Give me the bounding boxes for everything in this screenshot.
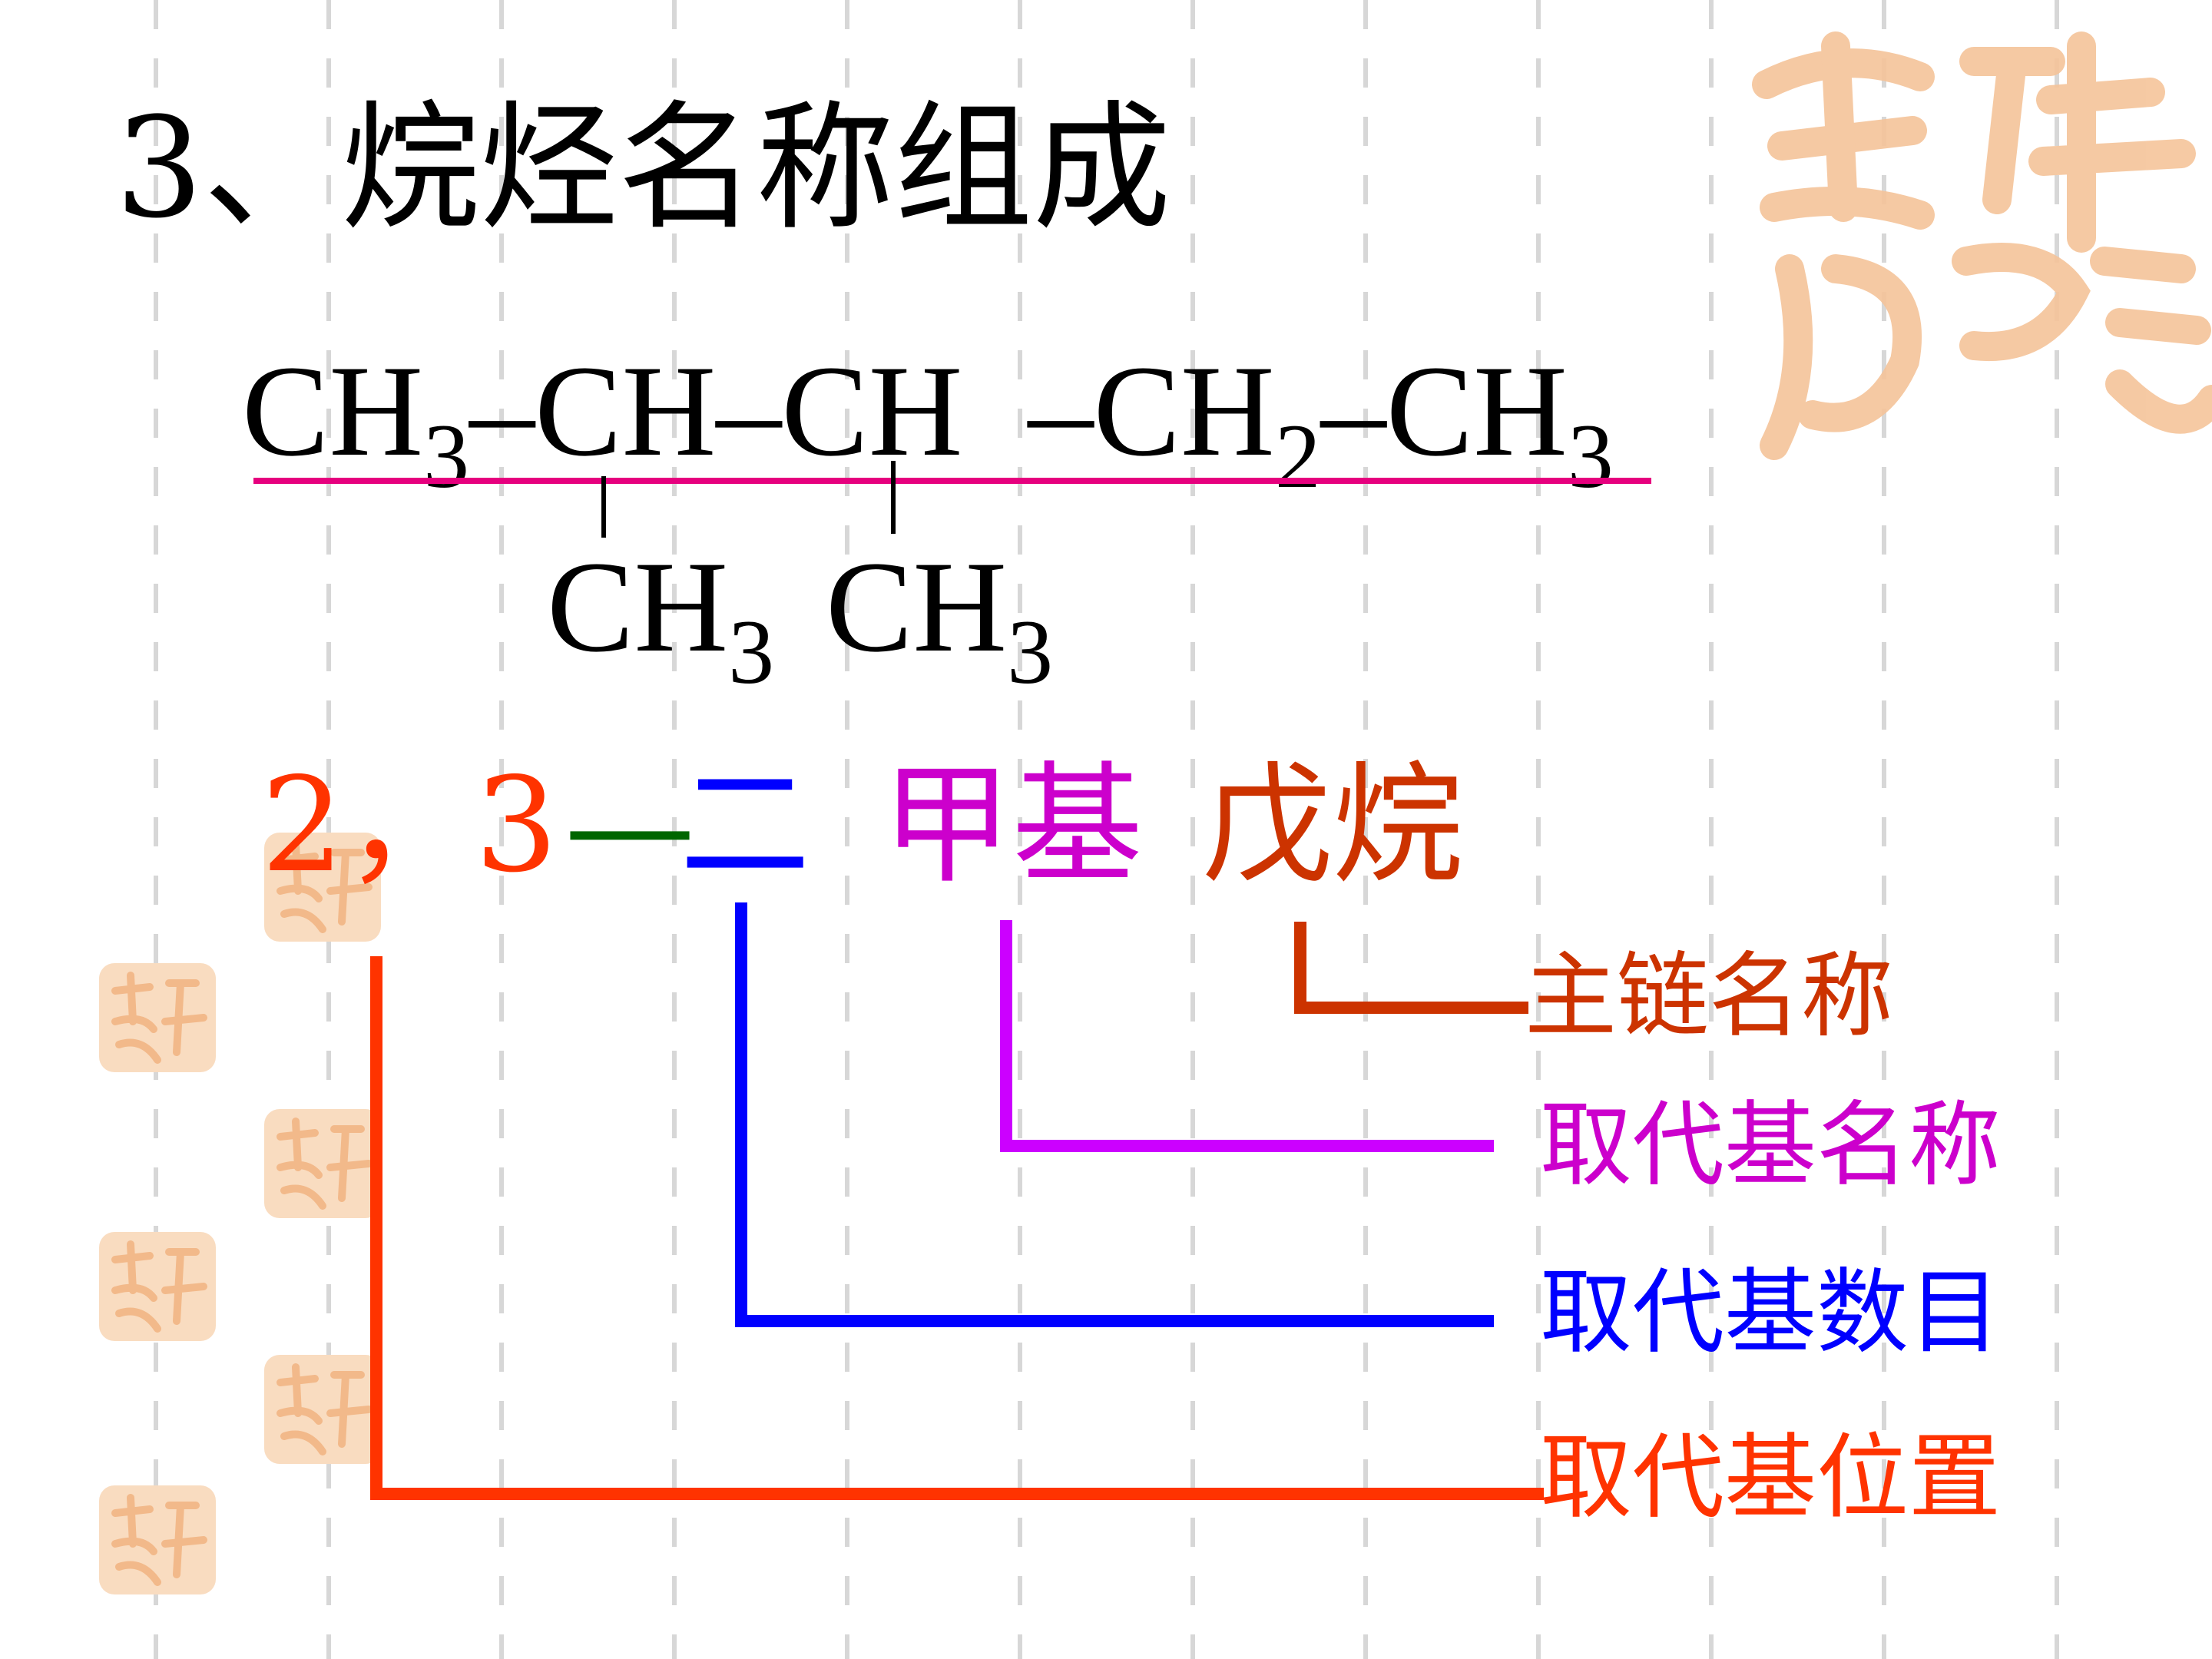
connector-main-chain — [1294, 922, 1528, 1014]
auspicious-seal-icon — [99, 1485, 216, 1594]
chain-group-4: CH2– — [1093, 339, 1386, 507]
slide-title: 3、烷烃名称组成 — [115, 88, 1171, 249]
label-substituent-count: 取代基数目 — [1540, 1260, 2001, 1366]
branch-methyl-2: CH3 — [826, 535, 1054, 703]
connector-substituent-position — [370, 956, 1544, 1500]
name-count: 二 — [680, 750, 811, 902]
branch-bond-2 — [891, 461, 896, 534]
branch-methyl-1: CH3 — [547, 535, 775, 703]
name-dash: — — [565, 750, 695, 902]
auspicious-seal-icon — [99, 963, 216, 1072]
chain-group-3: CH – — [781, 339, 1094, 483]
dashed-column — [154, 0, 158, 1659]
main-chain-underline — [253, 478, 1651, 484]
dashed-column — [1709, 0, 1714, 1659]
label-substituent-position: 取代基位置 — [1540, 1425, 2001, 1532]
dashed-column — [2055, 0, 2059, 1659]
dashed-column — [1536, 0, 1541, 1659]
dashed-column — [326, 0, 331, 1659]
formula-main-chain: CH3–CH–CH –CH2–CH3 — [242, 346, 1614, 502]
chain-group-2: CH– — [535, 339, 782, 483]
dashed-column — [499, 0, 504, 1659]
chain-group-5: CH3 — [1386, 339, 1614, 507]
branch-bond-1 — [601, 476, 606, 538]
auspicious-seal-icon — [264, 1109, 381, 1218]
label-substituent-name: 取代基名称 — [1540, 1092, 2001, 1199]
auspicious-seal-icon — [1752, 31, 2212, 460]
connector-substituent-count — [735, 902, 1494, 1327]
dashed-column — [1363, 0, 1368, 1659]
name-substituent: 甲基 — [882, 750, 1144, 902]
dashed-column — [672, 0, 677, 1659]
label-main-chain-name: 主链名称 — [1525, 943, 1893, 1050]
auspicious-seal-icon — [99, 1232, 216, 1341]
name-main-chain: 戊烷 — [1202, 750, 1464, 902]
name-positions: 2，3 — [261, 750, 558, 902]
dashed-column — [1882, 0, 1886, 1659]
auspicious-seal-icon — [264, 1355, 381, 1464]
auspicious-seal-icon — [264, 833, 381, 942]
dashed-column — [845, 0, 849, 1659]
dashed-column — [1018, 0, 1022, 1659]
chain-group-1: CH3– — [242, 339, 535, 507]
compound-name: 2，3 — [261, 760, 558, 891]
dashed-column — [1190, 0, 1195, 1659]
connector-substituent-name — [1000, 920, 1494, 1152]
